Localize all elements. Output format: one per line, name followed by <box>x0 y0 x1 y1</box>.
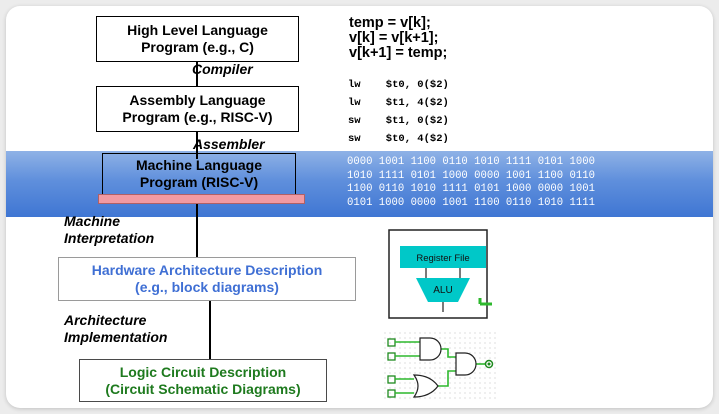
machine-language-bar <box>98 194 305 204</box>
architecture-implementation-label: Architecture Implementation <box>64 312 168 345</box>
asm-line: lw $t0, 0($2) <box>348 79 449 91</box>
connector-line <box>196 61 198 91</box>
register-file-block <box>400 246 486 268</box>
high-level-code: temp = v[k]; v[k] = v[k+1]; v[k+1] = tem… <box>349 15 448 61</box>
high-level-language-box: High Level Language Program (e.g., C) <box>96 16 299 62</box>
machine-language-box: Machine Language Program (RISC-V) <box>102 153 296 195</box>
compiler-label: Compiler <box>192 61 253 77</box>
binary-line: 0000 1001 1100 0110 1010 1111 0101 1000 <box>347 156 595 168</box>
binary-line: 1010 1111 0101 1000 0000 1001 1100 0110 <box>347 169 595 182</box>
block-diagram: Register File ALU <box>388 229 492 319</box>
alu-label: ALU <box>433 285 452 296</box>
asm-line: lw $t1, 4($2) <box>348 97 449 109</box>
assembler-label: Assembler <box>193 136 265 152</box>
connector-line <box>209 300 211 364</box>
connector-line <box>196 204 198 260</box>
green-wire <box>478 298 492 306</box>
or-gate <box>412 374 439 398</box>
register-file-label: Register File <box>416 253 469 264</box>
and-gate <box>455 352 477 376</box>
binary-line: 1100 0110 1010 1111 0101 1000 0000 1001 <box>347 183 595 195</box>
machine-language-band <box>6 151 713 217</box>
asm-line: sw $t0, 4($2) <box>348 133 449 145</box>
hardware-architecture-box: Hardware Architecture Description (e.g.,… <box>58 257 356 301</box>
logic-circuit-box: Logic Circuit Description (Circuit Schem… <box>79 359 327 402</box>
alu-block <box>416 278 470 302</box>
machine-interpretation-label: Machine Interpretation <box>64 213 155 246</box>
binary-line: 0101 1000 0000 1001 1100 0110 1010 1111 <box>347 196 595 209</box>
diagram-card: High Level Language Program (e.g., C) As… <box>6 6 713 408</box>
and-gate <box>419 337 442 361</box>
assembly-language-box: Assembly Language Program (e.g., RISC-V) <box>96 86 299 132</box>
logic-schematic <box>384 332 496 402</box>
connector-line <box>196 131 198 159</box>
block-diagram-frame <box>388 229 488 319</box>
asm-line: sw $t1, 0($2) <box>348 115 449 127</box>
